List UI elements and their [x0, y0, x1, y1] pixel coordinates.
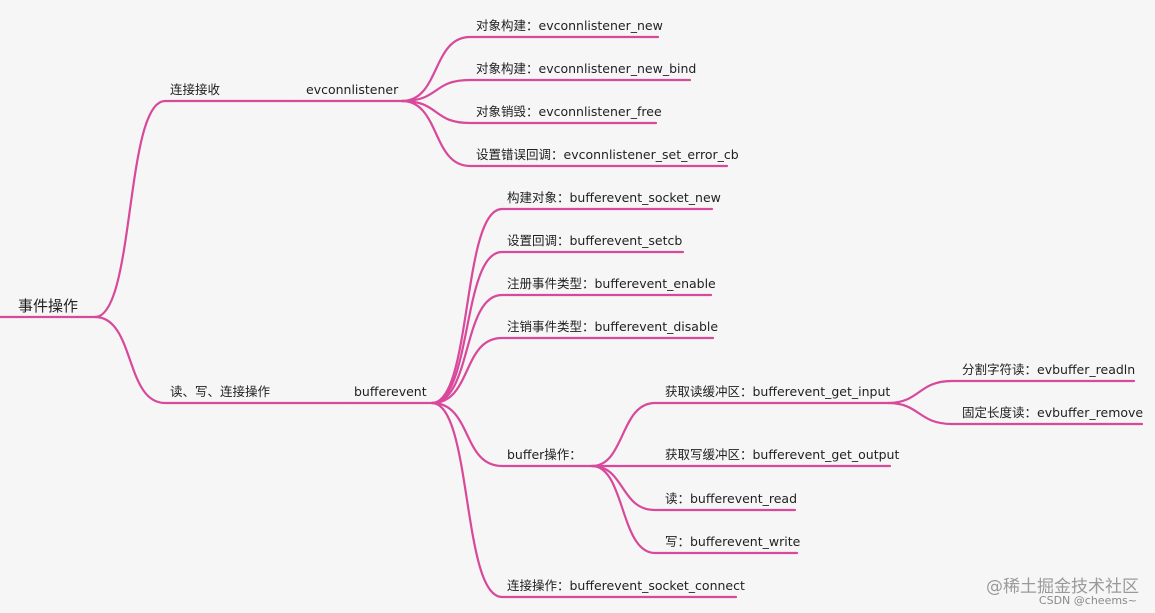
edge-bufferevent-buffer	[430, 401, 594, 468]
leaf-evconnlistener-free: 对象销毁：evconnlistener_free	[476, 104, 662, 119]
leaf-evbuffer-readln: 分割字符读：evbuffer_readln	[962, 362, 1135, 377]
watermark-juejin: @稀土掘金技术社区	[986, 577, 1139, 597]
edge-bufferevent-item-1	[430, 207, 714, 405]
leaf-bufferevent-enable: 注册事件类型：bufferevent_enable	[507, 276, 716, 291]
leaf-bufferevent-socket-new: 构建对象：bufferevent_socket_new	[507, 190, 721, 205]
node-get-input: 获取读缓冲区：bufferevent_get_input	[665, 384, 890, 399]
edge-input-remove	[886, 401, 1144, 426]
node-evconnlistener: evconnlistener	[306, 82, 399, 97]
leaf-get-output: 获取写缓冲区：bufferevent_get_output	[665, 447, 899, 462]
edge-evconnlistener-item-3	[400, 99, 658, 125]
edge-bufferevent-item-6	[430, 401, 738, 599]
edge-input-readln	[886, 379, 1136, 405]
edge-bufferevent-item-4	[430, 336, 715, 405]
leaf-evconnlistener-new: 对象构建：evconnlistener_new	[476, 18, 663, 33]
node-buffer-ops: buffer操作：	[507, 447, 582, 462]
edge-buffer-write	[590, 464, 799, 555]
edge-root-rw	[93, 315, 347, 405]
edge-buffer-get-input	[590, 401, 890, 468]
leaf-bufferevent-read: 读：bufferevent_read	[665, 491, 797, 506]
leaf-bufferevent-disable: 注销事件类型：bufferevent_disable	[507, 319, 718, 334]
leaf-evbuffer-remove: 固定长度读：evbuffer_remove	[962, 405, 1143, 420]
leaf-evconnlistener-set-error-cb: 设置错误回调：evconnlistener_set_error_cb	[476, 147, 739, 162]
branch-connection-accept: 连接接收	[170, 82, 221, 97]
leaf-bufferevent-socket-connect: 连接操作：bufferevent_socket_connect	[507, 578, 745, 593]
branch-read-write-connect: 读、写、连接操作	[170, 384, 271, 399]
node-labels: 事件操作 连接接收 evconnlistener 对象构建：evconnlist…	[18, 18, 1143, 593]
leaf-evconnlistener-new-bind: 对象构建：evconnlistener_new_bind	[476, 61, 696, 76]
edge-evconnlistener-item-4	[400, 99, 729, 168]
node-bufferevent: bufferevent	[354, 384, 427, 399]
edge-root-connection	[93, 99, 297, 319]
root-node: 事件操作	[18, 297, 78, 315]
edge-evconnlistener-item-1	[400, 35, 660, 103]
connector-lines	[0, 35, 1144, 599]
watermark-csdn: CSDN @cheems~	[1038, 594, 1137, 607]
edge-buffer-read	[590, 464, 797, 512]
edge-bufferevent-item-2	[430, 250, 685, 405]
leaf-bufferevent-setcb: 设置回调：bufferevent_setcb	[507, 233, 682, 248]
edge-bufferevent-item-3	[430, 293, 713, 405]
leaf-bufferevent-write: 写：bufferevent_write	[665, 534, 801, 549]
edge-evconnlistener-item-2	[400, 78, 692, 103]
